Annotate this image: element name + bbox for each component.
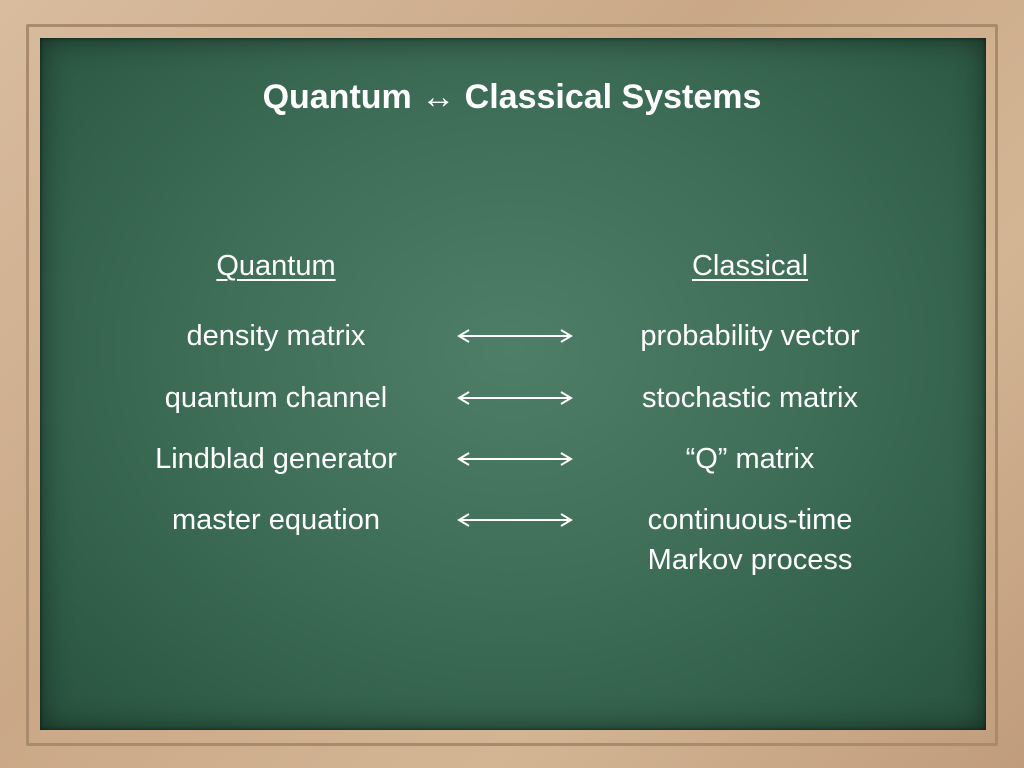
- table-row: Lindblad generator “Q” matrix: [0, 439, 1024, 499]
- classical-term: “Q” matrix: [685, 443, 815, 475]
- table-row: quantum channel stochastic matrix: [0, 378, 1024, 438]
- table-row: density matrix probability vector: [0, 316, 1024, 376]
- table-row: master equation continuous-time Markov p…: [0, 500, 1024, 590]
- classical-term-line-2: Markov process: [647, 544, 853, 576]
- quantum-term: density matrix: [186, 320, 366, 352]
- double-headed-arrow-icon: [457, 513, 573, 527]
- slide-title: Quantum ↔ Classical Systems: [262, 78, 762, 116]
- quantum-term: Lindblad generator: [155, 443, 397, 475]
- quantum-term: quantum channel: [164, 382, 388, 414]
- double-headed-arrow-icon: [457, 391, 573, 405]
- double-headed-arrow-icon: [457, 452, 573, 466]
- quantum-column-header: Quantum: [216, 250, 336, 282]
- classical-column-header: Classical: [691, 250, 809, 282]
- double-headed-arrow-icon: [457, 329, 573, 343]
- frame-inner-edge: [26, 24, 998, 746]
- chalkboard-surface: [40, 38, 986, 730]
- quantum-term: master equation: [172, 504, 380, 536]
- classical-term-line-1: continuous-time: [647, 504, 853, 536]
- classical-term: probability vector: [640, 320, 860, 352]
- classical-term: continuous-time Markov process: [570, 500, 930, 580]
- classical-term: stochastic matrix: [642, 382, 858, 414]
